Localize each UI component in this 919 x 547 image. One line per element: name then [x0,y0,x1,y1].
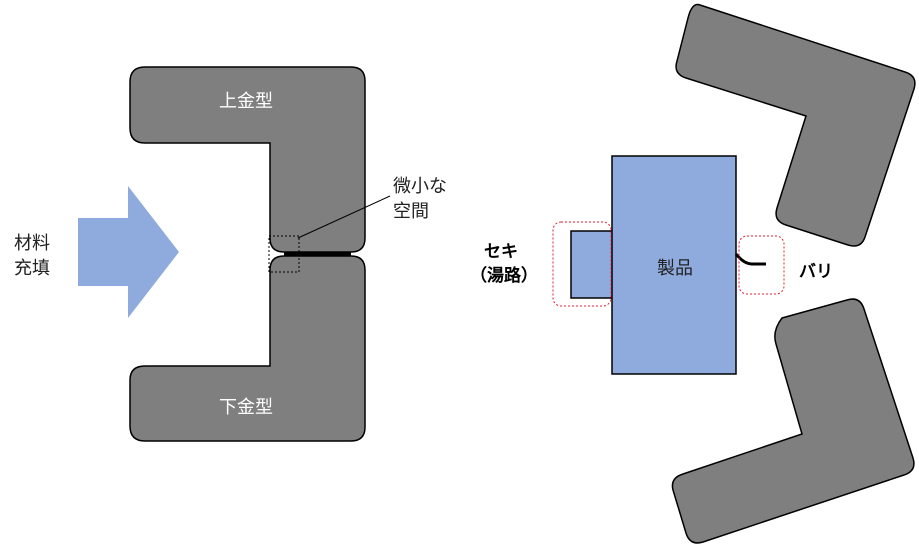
upper-mold-label: 上金型 [219,91,273,112]
gap-label-line1: 微小な [393,176,447,197]
lower-mold-label: 下金型 [219,397,273,418]
right-lower-mold [671,298,915,544]
burr-label: バリ [799,262,833,282]
material-fill-label-line1: 材料 [14,233,50,254]
gate-highlight-box [552,221,612,307]
gate-label-line1: セキ [484,242,518,262]
gate-runner [570,230,616,299]
product-label: 製品 [657,258,693,279]
lower-mold [129,255,366,442]
product-block [611,155,737,375]
gate-label-line2: （湯路） [470,266,538,286]
gap-leader-line [297,195,391,239]
burr [734,253,766,266]
upper-mold [129,66,366,253]
gap-label-line2: 空間 [393,201,429,222]
right-upper-mold [675,3,916,247]
gap-marker-box [268,235,300,273]
material-fill-label-line2: 充填 [14,258,50,279]
material-fill-arrow [78,186,179,318]
